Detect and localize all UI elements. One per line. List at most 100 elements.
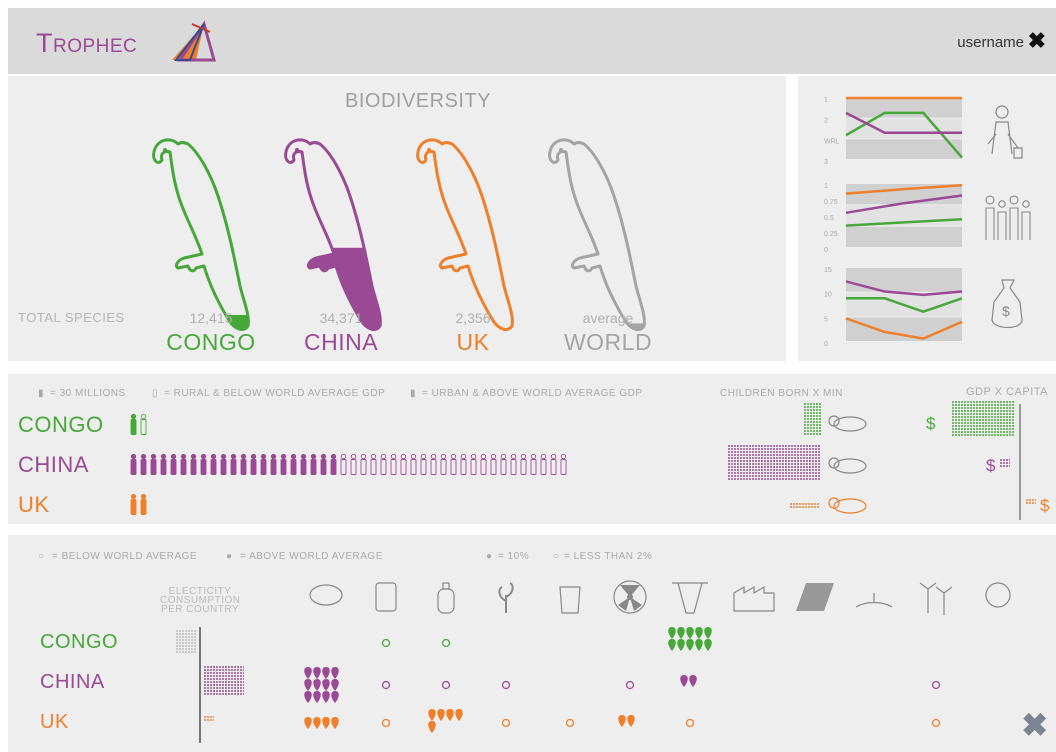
congo-species-count: 12,415 [189,310,233,326]
mini-tick-label: 15 [824,267,832,274]
person-solid-icon [150,453,157,475]
person-outline-icon [550,453,557,475]
legend-urban: = URBAN & ABOVE WORLD AVERAGE GDP [422,388,643,399]
person-solid-icon: ▮ [38,388,44,399]
circle-icon [931,680,941,690]
close-panel-icon[interactable]: ✖ [1021,707,1048,743]
svg-text:$: $ [1002,303,1010,319]
mini-tick-label: 10 [824,292,832,299]
nuclear-icon [613,580,647,614]
drop-icon [437,709,445,721]
drop-icon [304,679,312,691]
circle-icon [441,638,451,648]
world-name[interactable]: WORLD [563,329,653,355]
trend-series-line [845,217,963,227]
pop-china-label[interactable]: CHINA [18,452,89,477]
children-born-block [790,503,820,508]
person-outline-icon [390,453,397,475]
trend-series-line [845,194,963,215]
person-outline-icon [350,453,357,475]
person-solid-icon [330,453,337,475]
drop-icon [704,627,712,639]
legend-below-average: = BELOW WORLD AVERAGE [52,551,198,562]
drop-icon [304,717,312,729]
circle-icon [381,680,391,690]
mini-tick-label: 1 [824,183,828,190]
person-outline-icon [470,453,477,475]
uk-gdp-symbol: $ [1040,496,1050,515]
mini-tick-label: 5 [824,316,828,323]
person-outline-icon [480,453,487,475]
mini-tick-label: WRL [824,138,840,145]
consumption-block [176,630,196,653]
elec-congo-label[interactable]: CONGO [40,631,119,653]
circle-icon [931,718,941,728]
consumption-block [204,666,244,695]
person-outline-icon: ▯ [152,388,158,399]
hydro-dam-icon [672,582,708,614]
person-outline-icon [440,453,447,475]
person-outline-icon [560,453,567,475]
person-solid-icon [170,453,177,475]
china-name[interactable]: CHINA [303,329,379,355]
person-solid-icon [240,453,247,475]
uk-name[interactable]: UK [456,329,490,355]
person-solid-icon [210,453,217,475]
children-born-block [728,445,820,480]
person-solid-icon [180,453,187,475]
congo-name[interactable]: CONGO [166,329,256,355]
circle-icon [501,680,511,690]
person-solid-icon [290,453,297,475]
person-solid-icon [310,453,317,475]
family-icon [985,195,1031,240]
oil-barrel-icon [375,582,397,612]
parrot-world-icon [548,138,646,331]
consumption-block [204,716,214,721]
congo-gdp-symbol: $ [926,414,936,433]
biodiversity-panel: BIODIVERSITY TOTAL SPECIES 12,415 34,371… [8,76,786,361]
person-solid-icon [160,453,167,475]
triangle-logo-icon [172,20,216,62]
person-solid-icon [270,453,277,475]
solar-panel-icon [796,583,834,611]
drop-icon [304,691,312,703]
parrot-china-icon [284,138,382,331]
legend-above-average: = ABOVE WORLD AVERAGE [240,551,383,562]
circle-icon [501,718,511,728]
person-outline-icon [400,453,407,475]
elec-uk-label[interactable]: UK [40,711,69,733]
mini-tick-label: 0 [824,247,828,254]
drop-icon [322,679,330,691]
drop-icon [686,627,694,639]
username-label[interactable]: username [957,34,1024,51]
drop-icon [686,639,694,651]
consumption-label: ELECTICITY CONSUMPTION PER COUNTRY [160,586,241,615]
gdp-capita-label: GDP X CAPITA [966,386,1049,398]
pop-uk-label[interactable]: UK [18,492,50,517]
person-outline-icon [490,453,497,475]
top-bar: Tropнec username ✖ [8,8,1056,74]
pop-congo-label[interactable]: CONGO [18,412,104,437]
uk-species-count: 2,356 [455,310,491,326]
parrot-uk-icon [416,138,514,331]
person-outline-icon [410,453,417,475]
elec-china-label[interactable]: CHINA [40,671,105,693]
legend-less-than-2: = LESS THAN 2% [564,551,653,562]
drop-icon [304,667,312,679]
children-born-label: CHILDREN BORN X MIN [720,388,843,399]
logout-close-icon[interactable]: ✖ [1027,28,1046,53]
person-outline-icon [460,453,467,475]
mini-tick-label: 0.5 [824,215,834,222]
person-outline-icon [450,453,457,475]
person-solid-icon [200,453,207,475]
parrot-congo-icon [152,138,250,331]
trend-series-line [846,297,963,314]
drop-icon [313,667,321,679]
mini-tick-label: 0.25 [824,231,838,238]
person-solid-icon [140,493,147,515]
person-outline-icon [530,453,537,475]
person-outline-icon [370,453,377,475]
circle-icon [381,718,391,728]
drop-icon [331,667,339,679]
